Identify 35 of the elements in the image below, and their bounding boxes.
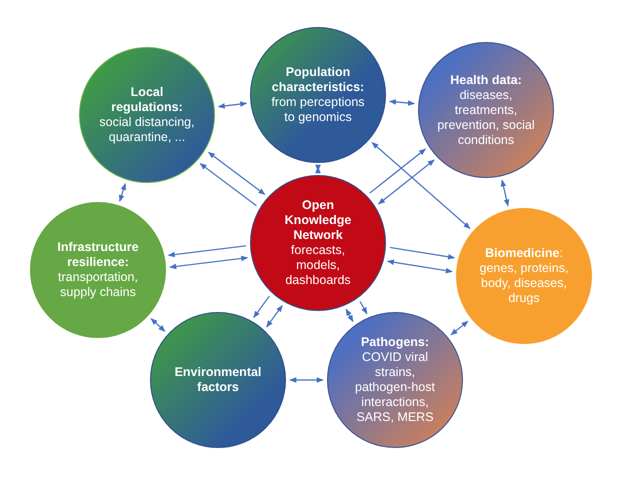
connector-arrow bbox=[208, 152, 266, 195]
connector-arrow bbox=[450, 320, 468, 336]
node-description: social distancing, quarantine, ... bbox=[98, 115, 196, 145]
connector-arrow bbox=[386, 259, 453, 274]
connector-arrow bbox=[378, 160, 435, 204]
connector-arrow bbox=[169, 256, 248, 270]
connector-arrow bbox=[200, 163, 257, 206]
connector-arrow bbox=[150, 318, 166, 332]
connector-arrow bbox=[315, 164, 321, 174]
node-description: forecasts, models, dashboards bbox=[284, 243, 352, 288]
node-heading: Biomedicine: bbox=[484, 246, 564, 261]
node-heading: Health data: bbox=[449, 72, 523, 88]
connector-arrow bbox=[369, 148, 426, 194]
node-heading: Population characteristics: bbox=[270, 65, 366, 95]
connector-arrow bbox=[389, 99, 415, 106]
node-description: from perceptions to genomics bbox=[270, 95, 366, 125]
connector-arrow bbox=[266, 304, 283, 328]
node-heading: Pathogens: bbox=[360, 335, 430, 350]
node-description: genes, proteins, body, diseases, drugs bbox=[478, 261, 570, 306]
connector-arrow bbox=[118, 182, 126, 202]
node-heading: Environmental factors bbox=[174, 365, 262, 395]
connector-arrow bbox=[289, 377, 324, 383]
connector-arrow bbox=[372, 142, 470, 229]
connector-arrow bbox=[360, 301, 368, 314]
connector-arrow bbox=[390, 246, 456, 260]
connector-arrow bbox=[218, 101, 248, 109]
connector-arrow bbox=[168, 245, 246, 258]
connector-arrow bbox=[500, 180, 510, 206]
connector-arrow bbox=[346, 308, 354, 322]
connector-arrow bbox=[253, 296, 270, 318]
node-description: COVID viral strains, pathogen-host interactions, SARS, MERS bbox=[354, 350, 436, 425]
node-heading: Local regulations: bbox=[110, 85, 184, 115]
node-description: diseases, treatments, prevention, social conditions bbox=[437, 88, 535, 148]
node-description: transportation, supply chains bbox=[57, 270, 139, 300]
node-heading: Infrastructure resilience: bbox=[56, 240, 140, 270]
